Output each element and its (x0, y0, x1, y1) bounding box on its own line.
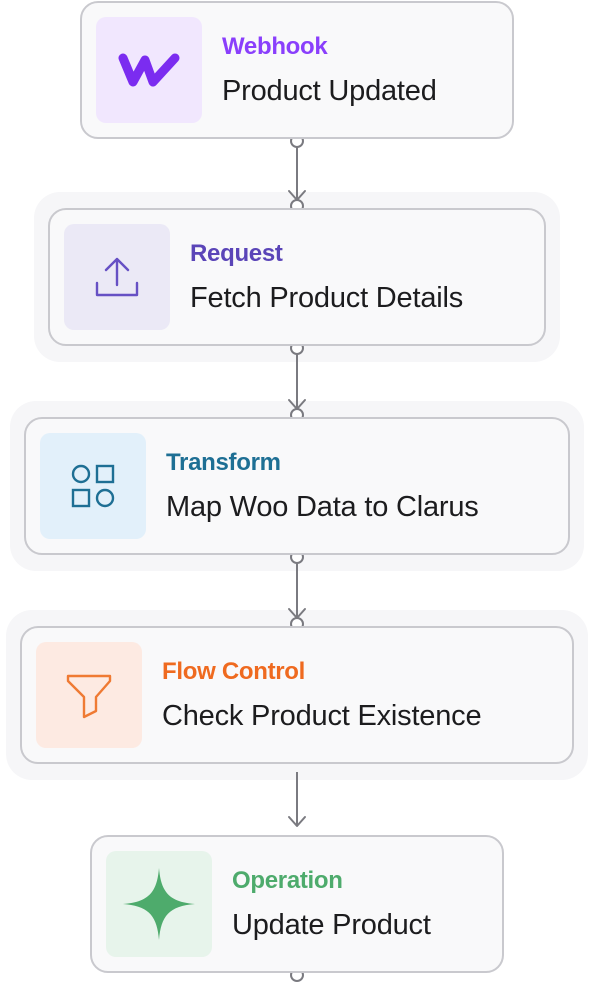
node-title: Product Updated (222, 75, 437, 107)
node-icon-box (106, 851, 212, 957)
node-request[interactable]: Request Fetch Product Details (48, 208, 546, 346)
webflow-logo-icon (118, 53, 180, 87)
shapes-icon (71, 464, 115, 508)
node-icon-box (64, 224, 170, 330)
sparkle-icon (123, 868, 195, 940)
arrowhead (288, 816, 306, 827)
node-type-label: Transform (166, 449, 281, 476)
upload-icon (95, 257, 139, 297)
node-flow-control[interactable]: Flow Control Check Product Existence (20, 626, 574, 764)
node-title: Update Product (232, 909, 431, 941)
node-type-label: Webhook (222, 33, 328, 60)
node-type-label: Flow Control (162, 658, 306, 685)
node-title: Map Woo Data to Clarus (166, 491, 479, 523)
node-transform[interactable]: Transform Map Woo Data to Clarus (24, 417, 570, 555)
node-icon-box (36, 642, 142, 748)
node-title: Fetch Product Details (190, 282, 464, 314)
node-title: Check Product Existence (162, 700, 482, 732)
node-type-label: Request (190, 240, 283, 267)
node-icon-box (96, 17, 202, 123)
node-webhook[interactable]: Webhook Product Updated (80, 1, 514, 139)
node-type-label: Operation (232, 867, 343, 894)
node-icon-box (40, 433, 146, 539)
node-operation[interactable]: Operation Update Product (90, 835, 504, 973)
funnel-icon (66, 674, 112, 719)
